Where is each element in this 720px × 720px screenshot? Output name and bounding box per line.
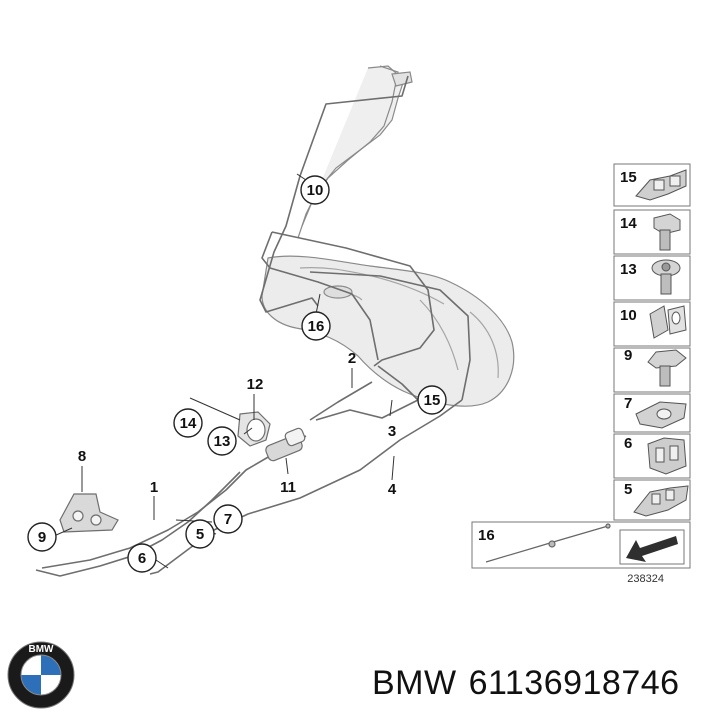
svg-text:6: 6	[624, 435, 632, 452]
callout-1: 1	[150, 479, 158, 496]
svg-text:9: 9	[624, 347, 632, 364]
callout-15: 15	[417, 385, 447, 415]
holder-clip-icon	[635, 401, 687, 429]
callout-13: 13	[207, 426, 237, 456]
callout-3: 3	[388, 423, 396, 440]
svg-text:4: 4	[388, 481, 397, 498]
mounting-bracket	[59, 493, 119, 533]
hose-clamp	[237, 411, 271, 447]
svg-text:11: 11	[280, 479, 296, 496]
svg-text:BMW: BMW	[29, 644, 55, 655]
callout-10: 10	[300, 175, 330, 205]
triple-clip-icon	[633, 485, 689, 517]
callout-12: 12	[247, 376, 264, 393]
pipe-clip-icon	[649, 305, 687, 339]
callout-14: 14	[173, 408, 203, 438]
fuel-tank-illustration	[261, 65, 515, 407]
vent-line-icon	[485, 523, 611, 563]
legend-item-7: 7	[613, 393, 691, 433]
legend-item-6: 6	[613, 433, 691, 479]
svg-text:8: 8	[78, 448, 86, 465]
callout-6: 6	[127, 543, 157, 573]
svg-text:7: 7	[224, 511, 232, 528]
callout-5: 5	[185, 519, 215, 549]
part-caption: BMW 61136918746	[372, 664, 692, 703]
callout-4: 4	[388, 481, 397, 498]
part-number: 61136918746	[468, 664, 680, 702]
callout-2: 2	[348, 350, 356, 367]
svg-text:13: 13	[620, 261, 637, 278]
svg-text:1: 1	[150, 479, 158, 496]
svg-text:14: 14	[620, 215, 637, 232]
legend-item-13: 13	[613, 255, 691, 301]
svg-text:10: 10	[307, 182, 324, 199]
callout-16: 16	[301, 311, 331, 341]
pipe-bracket-icon	[647, 437, 687, 475]
svg-text:9: 9	[38, 529, 46, 546]
legend-item-5: 5	[613, 479, 691, 521]
callout-7: 7	[213, 504, 243, 534]
collar-screw-icon	[647, 349, 687, 387]
svg-text:5: 5	[196, 526, 204, 543]
torx-screw-icon	[651, 259, 681, 295]
svg-text:16: 16	[478, 527, 495, 544]
svg-text:15: 15	[424, 392, 441, 409]
svg-text:5: 5	[624, 481, 632, 498]
svg-text:12: 12	[247, 376, 264, 393]
svg-text:6: 6	[138, 550, 146, 567]
callout-8: 8	[78, 448, 86, 465]
svg-text:2: 2	[348, 350, 356, 367]
svg-text:15: 15	[620, 169, 637, 186]
hex-bolt-icon	[653, 213, 681, 251]
legend-item-14: 14	[613, 209, 691, 255]
svg-text:10: 10	[620, 307, 637, 324]
svg-text:16: 16	[308, 318, 325, 335]
callout-11: 11	[280, 479, 296, 496]
callout-9: 9	[27, 522, 57, 552]
brand-name: BMW	[372, 664, 457, 702]
svg-text:3: 3	[388, 423, 396, 440]
legend-item-16: 16	[471, 521, 691, 569]
legend-item-15: 15	[613, 163, 691, 207]
legend-item-9: 9	[613, 347, 691, 393]
parts-legend: 15 14 13	[471, 163, 691, 585]
bmw-logo: BMW	[7, 641, 75, 709]
svg-text:7: 7	[624, 395, 632, 412]
svg-text:14: 14	[180, 415, 197, 432]
reference-number: 238324	[627, 573, 664, 585]
fuel-filter	[265, 427, 306, 462]
svg-text:13: 13	[214, 433, 231, 450]
double-clip-icon	[635, 169, 687, 201]
legend-item-10: 10	[613, 301, 691, 347]
arrow-plate-icon	[619, 529, 685, 565]
